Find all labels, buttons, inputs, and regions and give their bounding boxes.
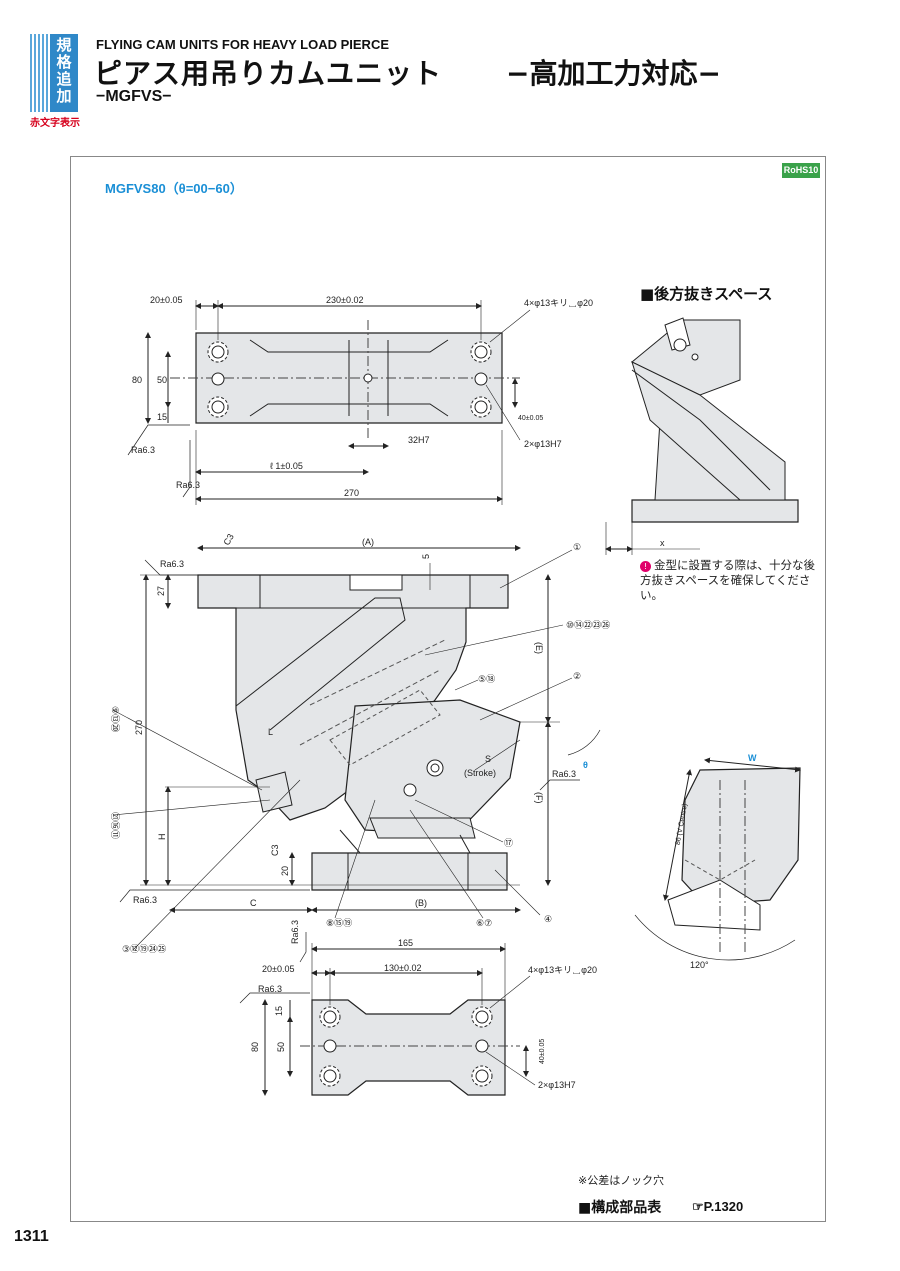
roughness-mark: Ra6.3	[131, 445, 155, 455]
tolerance-note: ※公差はノック穴	[578, 1174, 664, 1187]
tab-char: 加	[56, 87, 72, 105]
dim-c3-top: C3	[221, 532, 235, 547]
v-detail-view: W 86 (V Centre) 120°	[634, 753, 801, 970]
part-callout: ⑨⑬⑳	[110, 706, 120, 732]
dim-c3-bot: C3	[270, 844, 280, 856]
dim-130: 130±0.02	[384, 963, 421, 973]
tab-char: 規	[56, 36, 72, 54]
dim-stroke: (Stroke)	[464, 768, 496, 778]
roughness-mark: Ra6.3	[552, 769, 576, 779]
part-callout: ⑤⑱	[478, 674, 495, 684]
dim-w: W	[748, 753, 757, 763]
part-callout: ②	[573, 671, 581, 681]
dim-h: H	[157, 834, 167, 841]
rohs-badge: RoHS10	[782, 163, 820, 178]
pin-callout: 2×φ13H7	[524, 439, 562, 449]
part-callout: ⑥⑦	[476, 918, 492, 928]
bolt-hole	[471, 1006, 493, 1028]
page-title: ピアス用吊りカムユニット	[94, 57, 443, 90]
part-callout: ③⑫⑲㉔㉕	[122, 944, 166, 954]
dim-x: x	[660, 538, 665, 548]
drawing-frame	[70, 156, 826, 1222]
series-code: −MGFVS−	[96, 88, 172, 105]
dim-230: 230±0.02	[326, 295, 363, 305]
side-view: (A) C3 5 27 (E) 270 L H S (Stroke) (F) θ…	[110, 532, 610, 954]
page-ref-icon: ☞	[692, 1199, 704, 1214]
page-ref-label: P.1320	[703, 1199, 744, 1214]
roughness-mark: Ra6.3	[290, 920, 300, 944]
parts-list-title: ■構成部品表	[578, 1200, 662, 1216]
dim-80: 80	[250, 1042, 260, 1052]
rear-space-title: ■後方抜きスペース	[640, 285, 773, 303]
dim-50: 50	[276, 1042, 286, 1052]
part-callout: ④	[544, 914, 552, 924]
dim-50: 50	[157, 375, 167, 385]
dim-270: 270	[134, 720, 144, 735]
dim-165: 165	[398, 938, 413, 948]
dim-32h7: 32H7	[408, 435, 430, 445]
dim-5: 5	[421, 554, 431, 559]
dim-20: 20±0.05	[150, 295, 182, 305]
dim-80: 80	[132, 375, 142, 385]
parts-page-ref[interactable]: ☞P.1320	[692, 1199, 743, 1215]
pin-callout: 2×φ13H7	[538, 1080, 576, 1090]
dim-20: 20	[280, 866, 290, 876]
bolt-hole	[470, 341, 492, 363]
rear-space-view: x	[605, 317, 799, 555]
dim-l: ℓ 1±0.05	[270, 461, 303, 471]
caution-icon: !	[640, 561, 651, 572]
dim-f: (F)	[534, 792, 544, 804]
bolt-hole	[207, 341, 229, 363]
part-callout: ⑧⑮⑲	[326, 918, 352, 928]
part-callout: ㉑⑯⑪	[110, 812, 120, 839]
dim-c: C	[250, 898, 257, 908]
page-number: 1311	[14, 1228, 49, 1245]
english-subtitle: FLYING CAM UNITS FOR HEAVY LOAD PIERCE	[96, 37, 390, 52]
part-callout: ⑩⑭㉒㉓㉖	[566, 620, 610, 630]
dim-l: L	[268, 727, 273, 737]
dim-b: (B)	[415, 898, 427, 908]
bolt-hole	[207, 396, 229, 418]
red-text-label: 赤文字表示	[30, 118, 80, 129]
top-view: 20±0.05 230±0.02 4×φ13キリ␣φ20 80 50 15 40…	[127, 295, 593, 505]
dim-15: 15	[157, 412, 167, 422]
dim-27: 27	[156, 586, 166, 596]
title-suffix: −高加工力対応−	[506, 57, 721, 90]
tab-char: 格	[56, 53, 72, 71]
bolt-hole	[319, 1006, 341, 1028]
bolt-hole	[471, 1065, 493, 1087]
dim-s: S	[485, 754, 491, 764]
dim-e: (E)	[534, 642, 544, 654]
model-label: MGFVS80（θ=00−60）	[105, 181, 243, 196]
hole-callout: 4×φ13キリ␣φ20	[524, 298, 593, 308]
roughness-mark: Ra6.3	[133, 895, 157, 905]
dim-15: 15	[274, 1006, 284, 1016]
note-text: 金型に設置する際は、十分な後方抜きスペースを確保してください。	[640, 558, 815, 602]
part-callout: ⑰	[504, 838, 513, 848]
bolt-hole	[470, 396, 492, 418]
dim-theta: θ	[583, 760, 588, 770]
dim-120: 120°	[690, 960, 709, 970]
bolt-hole	[319, 1065, 341, 1087]
dim-20: 20±0.05	[262, 964, 294, 974]
bottom-view: 165 20±0.05 130±0.02 4×φ13キリ␣φ20 15 80 5…	[239, 920, 597, 1096]
rear-space-note: !金型に設置する際は、十分な後方抜きスペースを確保してください。	[640, 558, 815, 603]
dim-a: (A)	[362, 537, 374, 547]
dim-40: 40±0.05	[539, 1039, 546, 1064]
part-callout: ①	[573, 542, 581, 552]
header-stripes	[30, 34, 48, 112]
roughness-mark: Ra6.3	[258, 984, 282, 994]
hole-callout: 4×φ13キリ␣φ20	[528, 965, 597, 975]
new-standard-tab: 規 格 追 加	[50, 34, 78, 112]
tab-char: 追	[56, 70, 72, 88]
dim-270: 270	[344, 488, 359, 498]
dim-40: 40±0.05	[518, 415, 543, 422]
roughness-mark: Ra6.3	[176, 480, 200, 490]
roughness-mark: Ra6.3	[160, 559, 184, 569]
